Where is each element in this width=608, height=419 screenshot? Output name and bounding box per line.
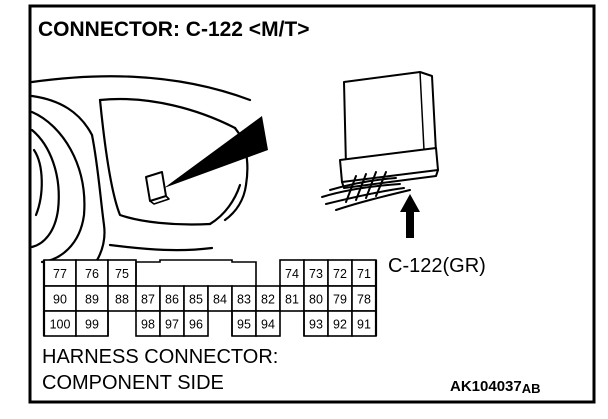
figure-title: CONNECTOR: C-122 <M/T> [38,18,310,41]
pin-label: 75 [115,267,129,281]
pin-label: 83 [237,293,251,307]
pin-label: 87 [141,293,155,307]
pin-label: 81 [285,293,299,307]
pin-cell [351,285,377,312]
pin-label: 82 [261,293,275,307]
caption-line-1: HARNESS CONNECTOR: [42,346,278,368]
pin-label: 77 [53,267,67,281]
module-illustration [321,71,439,211]
pin-label: 100 [50,318,71,332]
pin-label: 71 [357,267,371,281]
figure-code-main: AK104037 [450,378,522,395]
pin-cell [107,285,137,312]
connector-key-notch [135,259,257,286]
pin-label: 74 [285,267,299,281]
dashboard-illustration [30,75,252,264]
figure-code-suffix: AB [522,381,541,396]
connector-callout-label: C-122(GR) [388,255,486,277]
pin-cell [135,310,161,337]
pin-cell [183,310,209,337]
pin-label: 80 [309,293,323,307]
pin-cell [279,285,305,312]
pin-cell [303,310,329,337]
figure-code: AK104037AB [450,378,541,396]
pin-cell [255,310,281,337]
pinout-grid: 77 76 75 74 73 72 71 90 89 88 87 86 85 84 83 82 81 80 79 78… [42,259,378,337]
pin-label: 93 [309,318,323,332]
pin-label: 96 [189,318,203,332]
pin-label: 90 [53,293,67,307]
pin-label: 98 [141,318,155,332]
pin-cell [255,285,281,312]
pin-label: 99 [85,318,99,332]
arrow-up-icon [400,194,420,238]
caption-line-2: COMPONENT SIDE [42,372,224,394]
pin-label: 97 [165,318,179,332]
pin-label: 86 [165,293,179,307]
pin-label: 89 [85,293,99,307]
pin-label: 76 [85,267,99,281]
pin-label: 79 [333,293,347,307]
pin-label: 94 [261,318,275,332]
pin-label: 78 [357,293,371,307]
figure-frame [28,4,596,404]
pin-label: 73 [309,267,323,281]
pin-label: 85 [189,293,203,307]
pin-label: 95 [237,318,251,332]
pin-cell [327,285,353,312]
pin-label: 88 [115,293,129,307]
pin-label: 72 [333,267,347,281]
pin-label: 92 [333,318,347,332]
pin-label: 84 [213,293,227,307]
pin-label: 91 [357,318,371,332]
location-pointer [164,116,268,188]
